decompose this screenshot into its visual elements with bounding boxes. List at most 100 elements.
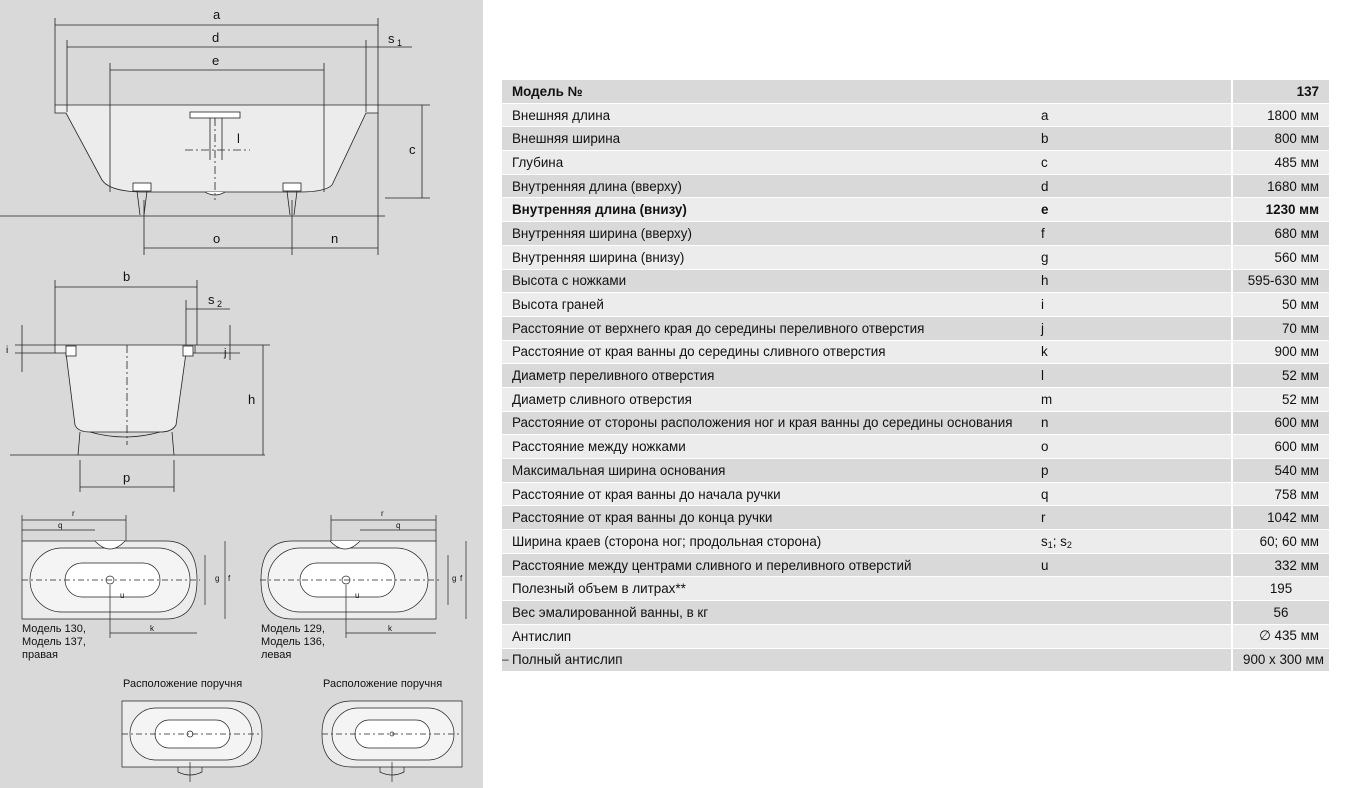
param-name: Внутренняя длина (вверху) [502,174,1031,199]
technical-drawing-panel: a d e s 1 l c o n [0,0,483,788]
param-symbol: o [1031,435,1231,459]
bathtub-drawings: a d e s 1 l c o n [0,7,467,782]
param-name: Ширина краев (сторона ног; продольная ст… [502,530,1031,554]
param-name: Расстояние между ножками [502,435,1031,459]
param-name: Расстояние от края ванны до начала ручки [502,482,1031,507]
param-value: 600 мм [1231,411,1329,436]
dim-k-label: k [150,624,155,633]
param-symbol: a [1031,103,1231,128]
param-symbol: i [1031,293,1231,317]
dim-f-label: f [228,574,231,583]
param-name: Полезный объем в литрах** [502,577,1031,602]
param-name: Расстояние от стороны расположения ног и… [502,411,1031,436]
param-symbol [1031,648,1231,673]
param-symbol: f [1031,222,1231,246]
dim-g-label: g [215,574,219,583]
param-name: Антислип [502,624,1031,649]
dim-d-label: d [212,30,219,45]
param-symbol: u [1031,553,1231,578]
param-symbol-part: 1 [1047,539,1053,550]
dim-q-label: q [58,521,62,530]
caption-right-models: Модель 130, Модель 137, правая [22,623,86,662]
param-name: Высота граней [502,293,1031,317]
dim-l-label: l [237,131,240,146]
dim-e-label: e [212,53,219,68]
param-symbol: b [1031,127,1231,152]
caption-left-line-1: Модель 129, [261,623,325,635]
table-row: Расстояние от края ванны до начала ручки… [502,482,1329,507]
param-name: Полный антислип [502,648,1031,673]
plan-view-left-labels: r q g f u k [355,509,463,633]
param-name: Расстояние от верхнего края до середины … [502,316,1031,341]
table-row: Расстояние от верхнего края до середины … [502,316,1329,341]
dim-s2-sub: 2 [217,299,222,309]
param-name: Внутренняя ширина (вверху) [502,222,1031,246]
param-symbol-part: 2 [1066,539,1072,550]
caption-left-models: Модель 129, Модель 136, левая [261,623,325,662]
param-symbol-part: ; s [1052,533,1067,549]
table-row: Расстояние от стороны расположения ног и… [502,411,1329,436]
caption-left-line-2: Модель 136, [261,636,325,648]
param-symbol: l [1031,364,1231,388]
param-value: 800 мм [1231,127,1329,152]
plan-view-left [260,515,467,638]
cross-section-labels: b s 2 i j h p [6,269,255,485]
param-name: Внешняя ширина [502,127,1031,152]
param-name: Модель № [502,80,1031,104]
param-symbol: j [1031,316,1231,341]
param-value: 1230 мм [1231,198,1329,223]
param-value: 900 мм [1231,340,1329,365]
param-value: 195 [1231,577,1329,602]
dim-s1-sub: 1 [397,38,402,48]
param-symbol: p [1031,459,1231,483]
param-name: Диаметр сливного отверстия [502,387,1031,412]
param-value: 1042 мм [1231,506,1329,531]
param-value: 540 мм [1231,459,1329,483]
param-symbol [1031,624,1231,649]
dim-r-label-left: r [381,509,384,518]
table-row: Расстояние от края ванны до середины сли… [502,340,1329,365]
param-name: Глубина [502,151,1031,175]
param-name: Диаметр переливного отверстия [502,364,1031,388]
caption-right-line-1: Модель 130, [22,623,86,635]
handle-caption-1: Расположение поручня [123,678,243,690]
param-name: Высота с ножками [502,269,1031,294]
param-value: 70 мм [1231,316,1329,341]
longitudinal-section [0,18,430,255]
param-value: 600 мм [1231,435,1329,459]
param-symbol: m [1031,387,1231,412]
table-row: Ширина краев (сторона ног; продольная ст… [502,530,1329,554]
param-name: Расстояние от края ванны до середины сли… [502,340,1031,365]
footnote-dash: – [502,652,509,666]
param-symbol: k [1031,340,1231,365]
dim-o-label: o [213,231,220,246]
dim-p-label: p [123,470,130,485]
param-value: 1680 мм [1231,174,1329,199]
dim-i-label: i [6,345,8,356]
param-symbol: g [1031,245,1231,270]
param-name: Расстояние от края ванны до конца ручки [502,506,1031,531]
table-row: Расстояние между центрами сливного и пер… [502,553,1329,578]
param-value: 758 мм [1231,482,1329,507]
dim-j-label: j [223,347,226,359]
dim-a-label: a [213,7,221,22]
handle-caption-2: Расположение поручня [323,678,443,690]
plan-view-right-labels: r q g f u k [58,509,231,633]
param-value: 60; 60 мм [1231,530,1329,554]
param-value: 485 мм [1231,151,1329,175]
param-symbol [1031,577,1231,602]
dim-s1-label: s [388,31,395,46]
dim-h-label: h [248,392,255,407]
plan-view-right [21,515,226,638]
longitudinal-labels: a d e s 1 l c o n [212,7,416,246]
